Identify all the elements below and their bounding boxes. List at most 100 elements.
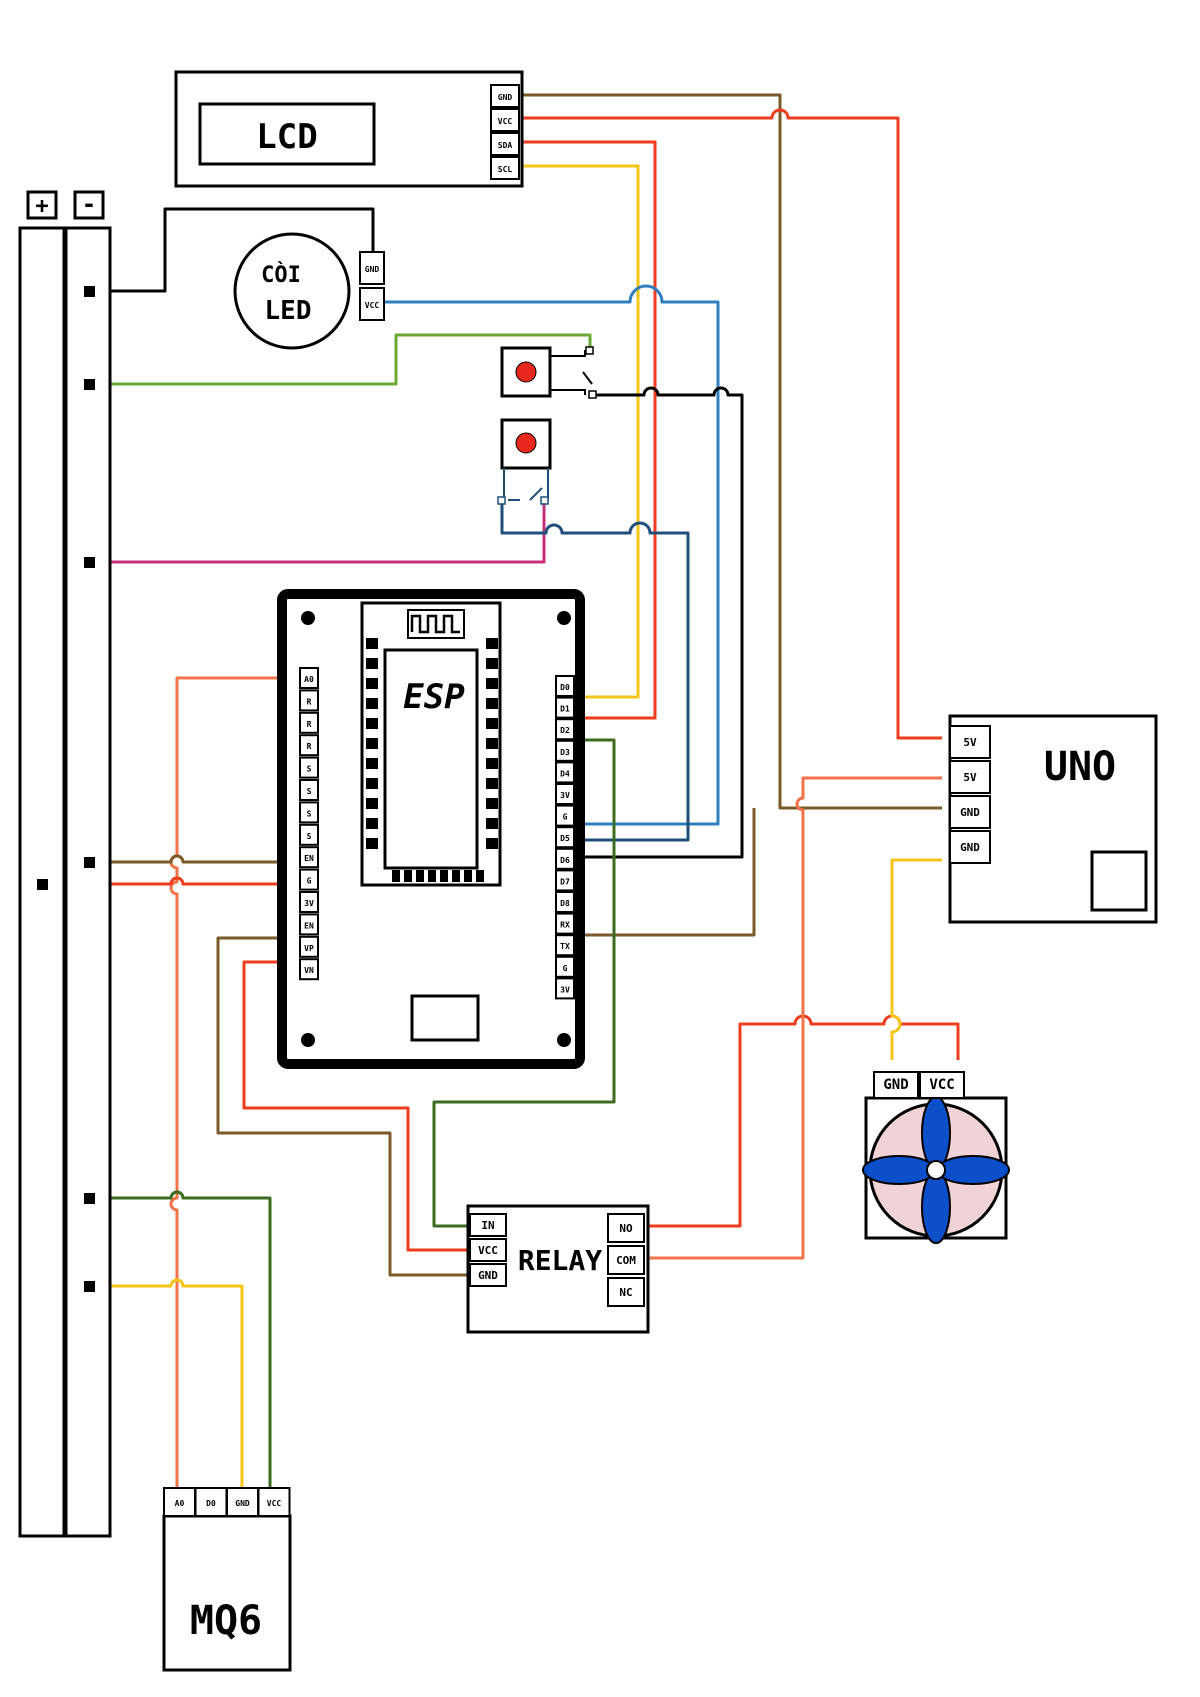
esp-mount-hole: [301, 611, 315, 625]
wire-esp-relay-in: [432, 738, 616, 1228]
relay-right-pin-box: [607, 1213, 645, 1243]
esp-module-pad: [366, 758, 378, 769]
esp-right-pin: G: [563, 964, 568, 973]
esp-right-pin-box: [555, 934, 575, 957]
esp-right-pin: D6: [560, 856, 570, 865]
esp-module-pad: [366, 718, 378, 729]
button-2-cap[interactable]: [515, 432, 537, 454]
wire-esp-left-vcc: [44, 876, 300, 886]
mq6-title: MQ6: [190, 1598, 262, 1644]
wire-button2-navy: [500, 502, 690, 842]
esp-right-pin-box: [555, 826, 575, 849]
esp-left-pin: A0: [304, 675, 314, 684]
esp-module-pad: [476, 870, 484, 882]
button-2-contact: [497, 496, 506, 505]
esp-right-pin: G: [563, 813, 568, 822]
esp-right-pin-box: [555, 847, 575, 870]
esp-right-pin-box: [555, 804, 575, 827]
uno-pin-box: [949, 725, 991, 759]
minus-rail: [64, 226, 112, 1538]
esp-left-pin: R: [307, 697, 312, 706]
buzzer-body: [233, 232, 351, 350]
uno-chip: [1090, 850, 1148, 912]
antenna-trace-icon: [410, 614, 460, 634]
esp-left-pin-box: [299, 667, 319, 689]
lcd-pin: SCL: [498, 165, 513, 174]
push-button-2[interactable]: [497, 418, 552, 505]
esp-module-pad: [486, 638, 498, 649]
uno-pin-box: [949, 795, 991, 829]
lcd-pin-box: [490, 108, 520, 132]
esp-module-pad: [366, 778, 378, 789]
plus-label: +: [35, 194, 48, 219]
esp-left-pin-box: [299, 801, 319, 824]
button-1-body: [500, 346, 552, 398]
esp-right-pin-box: [555, 761, 575, 784]
esp-left-pin-box: [299, 913, 319, 936]
buzzer-label-2: LED: [265, 296, 312, 326]
fan-pin: GND: [883, 1077, 908, 1093]
esp-left-pin: S: [307, 765, 312, 774]
wire-esp-relay-vcc: [242, 960, 470, 1252]
relay-right-pin: NO: [619, 1222, 633, 1235]
mq6-body: [162, 1514, 292, 1672]
buzzer-pin: GND: [365, 265, 380, 274]
lcd-pin-box: [490, 132, 520, 156]
esp-module-pad: [486, 798, 498, 809]
esp-module-pad: [416, 870, 424, 882]
wire-lcd-scl: [510, 164, 640, 699]
wire-esp-left-gnd: [92, 854, 300, 864]
esp-module-pad: [366, 798, 378, 809]
mq6-pin: D0: [206, 1499, 216, 1508]
esp-right-pin: D3: [560, 748, 570, 757]
esp-module-pad: [486, 658, 498, 669]
minus-label: -: [82, 190, 96, 218]
esp-title: ESP: [403, 677, 465, 717]
uno-pin-box: [949, 760, 991, 794]
esp-right-pin: D1: [560, 705, 570, 714]
uno-title: UNO: [1044, 744, 1116, 790]
lcd-pin: VCC: [498, 117, 513, 126]
relay-left-pin: VCC: [478, 1244, 498, 1257]
esp-left-pin: G: [307, 877, 312, 886]
wire-uno-fan-gnd: [890, 858, 942, 1060]
esp-right-pin: D8: [560, 899, 570, 908]
esp-right-pin: 3V: [560, 791, 570, 800]
button-1-contact: [588, 390, 597, 399]
fan-pin-box: [873, 1071, 919, 1099]
button-2-contact: [540, 496, 549, 505]
esp-right-pin-box: [555, 891, 575, 913]
button-1-cap[interactable]: [515, 361, 537, 383]
esp-module-pad: [486, 718, 498, 729]
esp-left-pin-box: [299, 935, 319, 958]
push-button-1[interactable]: [500, 346, 597, 399]
esp-right-pin-box: [555, 912, 575, 935]
wires: [44, 93, 960, 1500]
esp-right-pin-box: [555, 696, 575, 719]
wire-mq6-gnd: [92, 1278, 244, 1500]
esp-module-pad: [366, 638, 378, 649]
uno-pin: 5V: [963, 771, 977, 784]
relay-left-pin: IN: [481, 1219, 494, 1232]
esp-left-pin: R: [307, 742, 312, 751]
wire-esp-relay-gnd: [216, 936, 470, 1277]
esp-right-pin-box: [555, 739, 575, 762]
mq6-pin: A0: [175, 1499, 185, 1508]
mq6-pin-box: [257, 1487, 291, 1517]
rail-terminal: [84, 1281, 95, 1292]
esp-module-pad: [486, 678, 498, 689]
relay-title: RELAY: [518, 1244, 602, 1277]
wire-mq6-vcc: [92, 1190, 272, 1500]
lcd-pin-box: [490, 156, 520, 180]
wire-lcd-sda: [510, 140, 657, 720]
esp-module-pad: [366, 838, 378, 849]
esp-right-pin: D2: [560, 726, 570, 735]
